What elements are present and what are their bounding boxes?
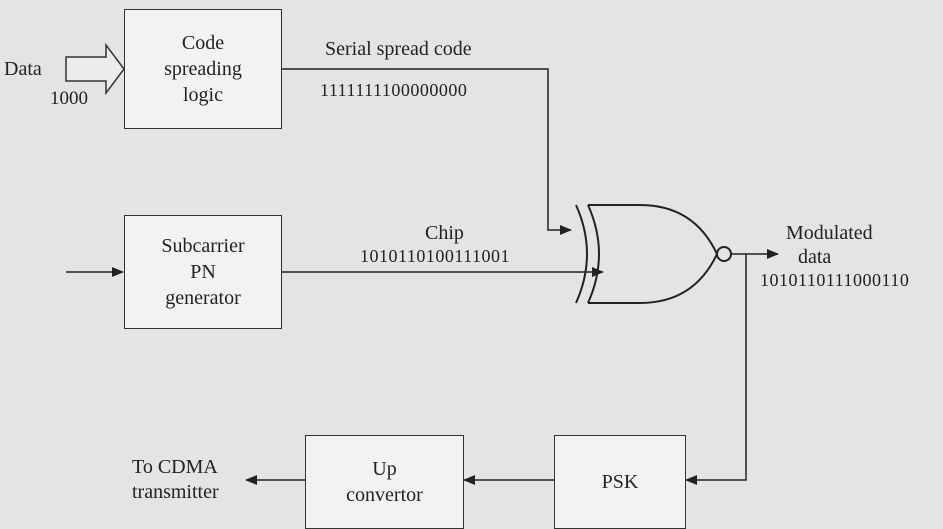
pn-generator-line-1: Subcarrier (161, 235, 245, 257)
code-spreading-line-1: Code (181, 32, 225, 54)
data-input-arrow (65, 42, 125, 96)
up-convertor-line-2: convertor (346, 484, 423, 506)
serial-spread-code-label: Serial spread code (325, 38, 472, 60)
pn-generator-block: Subcarrier PN generator (124, 215, 282, 329)
data-input-label: Data (4, 58, 42, 80)
up-convertor-block: Up convertor (305, 435, 464, 529)
pn-generator-line-3: generator (165, 287, 241, 309)
serial-spread-code-bits: 1111111100000000 (320, 80, 468, 100)
code-spreading-line-3: logic (183, 84, 223, 106)
data-input-value: 1000 (50, 88, 88, 109)
output-label-line-1: To CDMA (132, 456, 218, 478)
psk-label: PSK (601, 471, 639, 493)
code-spreading-line-2: spreading (164, 58, 242, 80)
up-convertor-line-1: Up (372, 458, 397, 480)
chip-label: Chip (425, 222, 464, 244)
modulated-bits: 1010110111000110 (760, 270, 910, 290)
serial-code-wire (281, 68, 572, 235)
code-spreading-logic-block: Code spreading logic (124, 9, 282, 129)
psk-block: PSK (554, 435, 686, 529)
chip-bits: 1010110100111001 (360, 246, 510, 266)
modulated-label-line-2: data (798, 246, 832, 268)
modulated-label-line-1: Modulated (786, 222, 873, 244)
xnor-gate (575, 204, 732, 304)
pn-generator-line-2: PN (190, 261, 216, 283)
output-label-line-2: transmitter (132, 481, 219, 503)
modulated-to-psk-wire (685, 254, 747, 485)
